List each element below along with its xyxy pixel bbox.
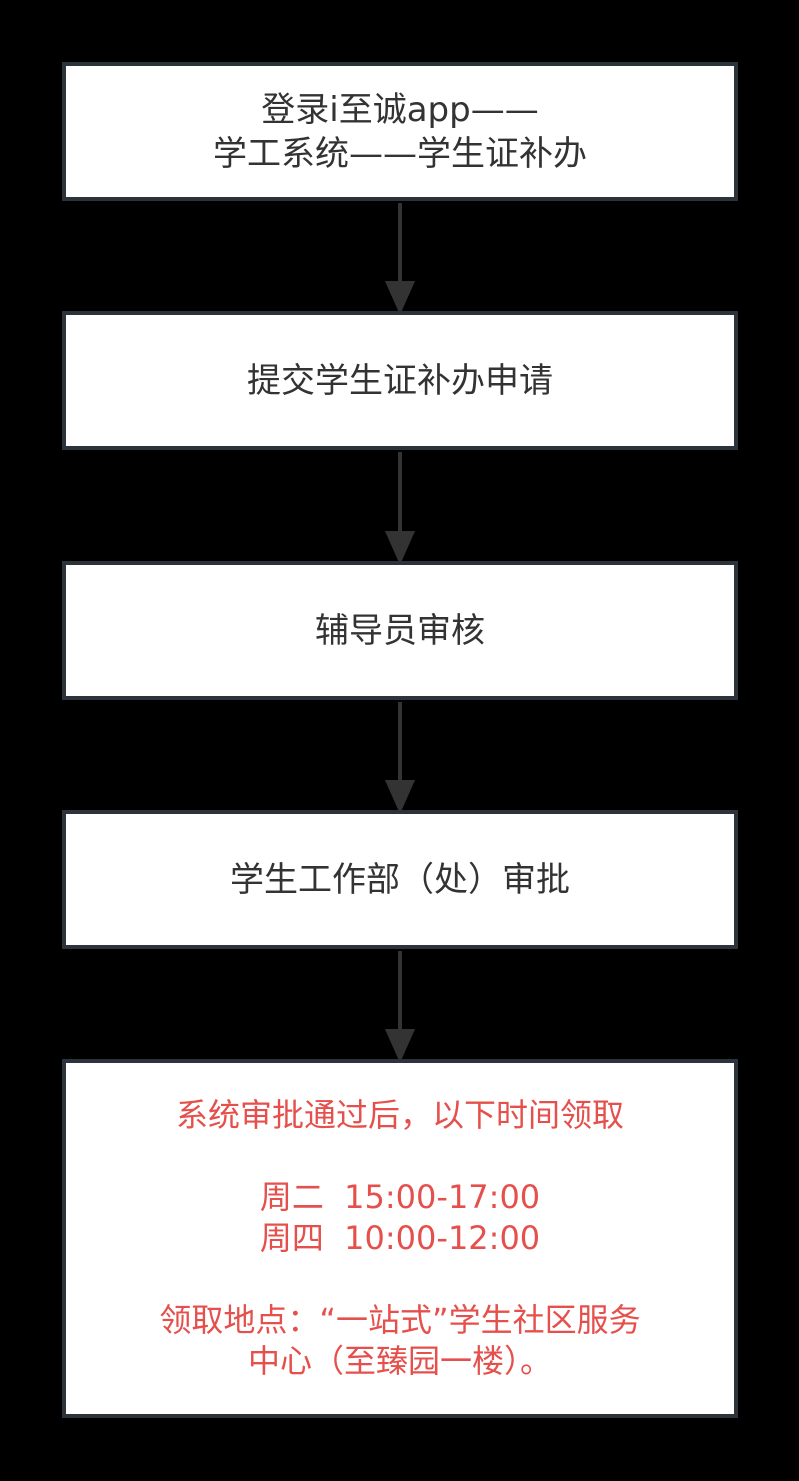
arrowhead-2	[384, 531, 416, 565]
step-text: 学生工作部（处）审批	[230, 859, 570, 900]
pickup-location-cont: 中心（至臻园一楼）。	[247, 1342, 552, 1380]
step-login: 登录i至诚app—— 学工系统——学生证补办	[62, 62, 738, 201]
step-student-affairs-approval: 学生工作部（处）审批	[62, 810, 738, 949]
pickup-location: 领取地点：“一站式”学生社区服务	[159, 1301, 641, 1339]
step-submit: 提交学生证补办申请	[62, 311, 738, 450]
pickup-time-thu: 周四 10:00-12:00	[259, 1219, 541, 1257]
arrowhead-1	[384, 281, 416, 315]
step-counselor-review: 辅导员审核	[62, 561, 738, 700]
step-text: 学工系统——学生证补办	[213, 133, 587, 174]
step-text: 提交学生证补办申请	[247, 360, 553, 401]
step-text: 辅导员审核	[315, 610, 485, 651]
pickup-time-tue: 周二 15:00-17:00	[259, 1178, 541, 1216]
step-pickup-info: 系统审批通过后，以下时间领取 周二 15:00-17:00 周四 10:00-1…	[62, 1059, 738, 1418]
step-text: 登录i至诚app——	[261, 89, 539, 130]
pickup-note: 系统审批通过后，以下时间领取	[175, 1096, 624, 1134]
arrowhead-4	[384, 1029, 416, 1063]
arrowhead-3	[384, 780, 416, 814]
